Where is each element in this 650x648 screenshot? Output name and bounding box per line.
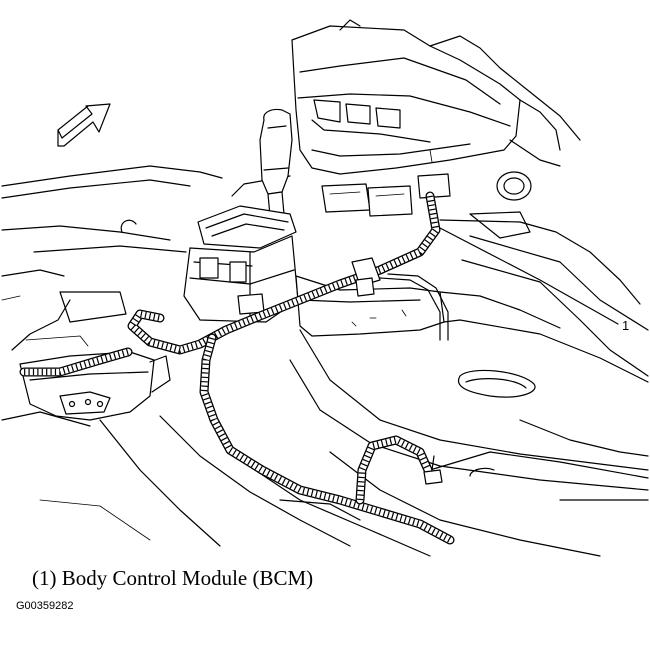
body-control-module — [291, 19, 581, 217]
floor-pan — [1, 165, 649, 557]
diagram-caption: (1) Body Control Module (BCM) — [32, 566, 314, 590]
callout-leader-line — [439, 227, 619, 325]
figure-id: G00359282 — [16, 600, 74, 612]
forward-direction-arrow-icon — [57, 103, 111, 147]
wiring-harness — [19, 191, 455, 545]
callout-number: 1 — [622, 318, 630, 333]
gear-shifter — [183, 108, 299, 323]
bcm-location-diagram — [1, 19, 649, 557]
